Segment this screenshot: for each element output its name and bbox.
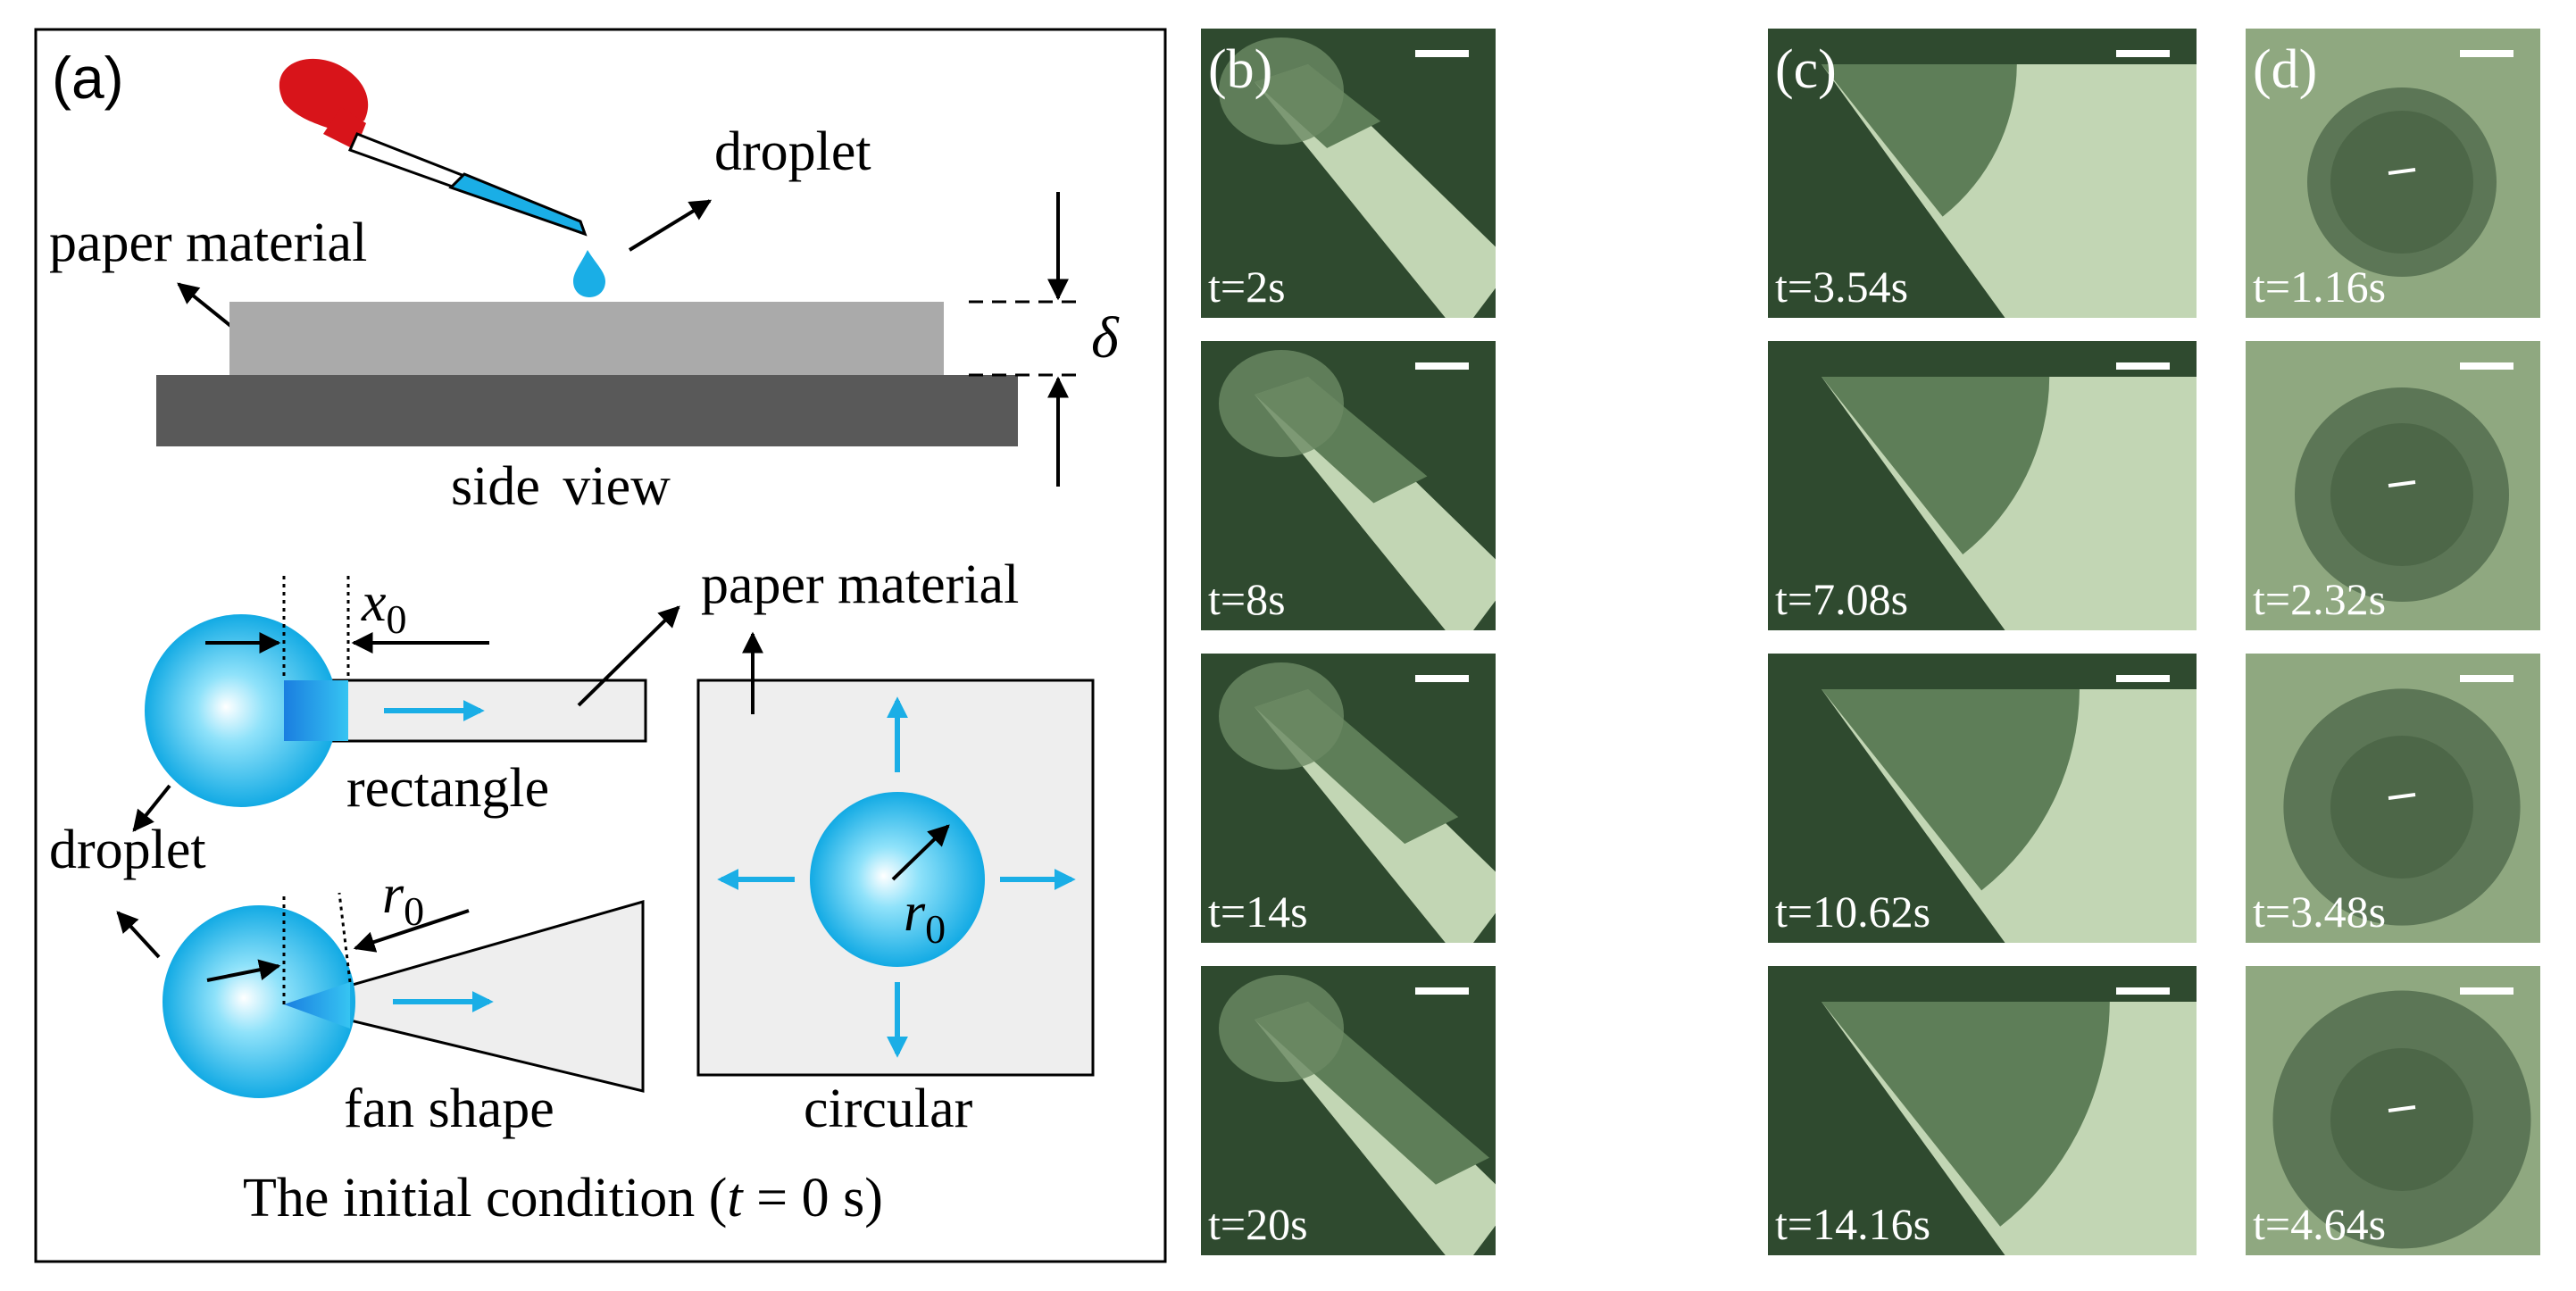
panel-label: (c)	[1775, 39, 1837, 100]
time-label: t=4.64s	[2253, 1199, 2386, 1249]
fan-photo-frame: t=7.08s	[1768, 341, 2197, 630]
fan-photo-frame: t=14.16s	[1768, 966, 2197, 1255]
droplet-blob	[1219, 37, 1344, 145]
photo-panels: t=2s (b) t=8s t=14s t=20s t=3.54s (c) t=7.08s t=…	[1201, 29, 2540, 1255]
reflection-highlight	[2388, 480, 2416, 487]
scale-bar	[2460, 50, 2513, 57]
droplet-blob	[2330, 423, 2473, 566]
wetted-region	[1822, 377, 2050, 555]
fan-shape-label: fan shape	[344, 1079, 554, 1139]
droplet-label-left: droplet	[49, 820, 206, 880]
paper-material-arrow-top	[177, 282, 236, 330]
scale-bar	[1415, 362, 1469, 370]
fan-photo-frame: t=3.54s (c)	[1768, 29, 2197, 318]
time-label: t=8s	[1208, 574, 1286, 624]
reflection-highlight	[2388, 793, 2416, 800]
time-label: t=10.62s	[1775, 887, 1930, 937]
droplet-blob	[2330, 1048, 2473, 1191]
panel-label: (b)	[1208, 39, 1272, 100]
time-label: t=20s	[1208, 1199, 1308, 1249]
wetted-region	[1822, 64, 2017, 217]
time-label: t=1.16s	[2253, 262, 2386, 312]
scale-bar	[2460, 987, 2513, 995]
scale-bar	[2460, 362, 2513, 370]
x0-label: x0	[361, 572, 407, 642]
time-label: t=7.08s	[1775, 574, 1908, 624]
scale-bar	[1415, 50, 1469, 57]
time-label: t=14s	[1208, 887, 1308, 937]
droplet-blob	[2330, 111, 2473, 254]
side-view-label: side view	[451, 456, 671, 517]
time-label: t=2.32s	[2253, 574, 2386, 624]
r0-dotted-right	[338, 892, 352, 983]
paper-layer	[229, 302, 944, 375]
scale-bar	[1415, 987, 1469, 995]
time-label: t=14.16s	[1775, 1199, 1930, 1249]
falling-droplet-icon	[573, 250, 605, 297]
rectangle-wet-zone	[284, 680, 348, 741]
circle-photo-frame: t=1.16s (d)	[2246, 29, 2540, 318]
panel-a: (a) droplet paper material δ side view	[34, 28, 1167, 1263]
droplet-blob	[1219, 350, 1344, 457]
droplet-arrow	[628, 199, 713, 252]
fan-droplet-icon	[163, 905, 355, 1098]
droplet-label-top: droplet	[714, 121, 871, 182]
droplet-blob	[1219, 975, 1344, 1082]
base-layer	[156, 375, 1018, 446]
wetted-region	[1822, 1002, 2110, 1227]
fan-photo-frame: t=10.62s	[1768, 654, 2197, 943]
droplet-blob	[2330, 736, 2473, 879]
scale-bar	[2116, 362, 2170, 370]
strip-photo-frame: t=8s	[1201, 341, 1496, 630]
reflection-highlight	[2388, 168, 2416, 175]
scale-bar	[2116, 675, 2170, 682]
r0-label: r0	[382, 864, 424, 934]
circular-r0-label: r0	[904, 882, 946, 952]
rectangle-droplet-icon	[145, 614, 338, 807]
circular-radius-arrow	[891, 824, 950, 881]
circle-photo-frame: t=3.48s	[2246, 654, 2540, 943]
strip-photo-frame: t=2s (b)	[1201, 29, 1496, 318]
scale-bar	[2116, 50, 2170, 57]
r0-arrow-right	[206, 959, 281, 982]
strip-photo-frame: t=14s	[1201, 654, 1496, 943]
dropper-icon	[279, 58, 588, 237]
wetted-region	[1822, 689, 2080, 891]
scale-bar	[2460, 675, 2513, 682]
scale-bar	[1415, 675, 1469, 682]
circle-photo-frame: t=4.64s	[2246, 966, 2540, 1255]
time-label: t=2s	[1208, 262, 1286, 312]
reflection-highlight	[2388, 1105, 2416, 1112]
initial-condition-caption: The initial condition (t = 0 s)	[243, 1168, 883, 1229]
droplet-blob	[1219, 662, 1344, 770]
droplet-arrow-left-down	[116, 911, 161, 959]
strip-photo-frame: t=20s	[1201, 966, 1496, 1255]
fan-strip	[279, 900, 645, 1093]
fan-wet-zone	[284, 982, 350, 1029]
paper-material-label-top: paper material	[49, 212, 367, 273]
r0-arrow-left	[353, 909, 470, 953]
panel-label: (d)	[2253, 39, 2317, 100]
scale-bar	[2116, 987, 2170, 995]
paper-material-label-bottom: paper material	[701, 554, 1019, 615]
panel-a-label: (a)	[52, 45, 124, 111]
rectangle-label: rectangle	[346, 758, 549, 819]
circular-label: circular	[804, 1079, 973, 1139]
circular-droplet-icon	[810, 792, 985, 967]
paper-material-arrow-to-strip	[577, 605, 680, 707]
droplet-arrow-left-up	[132, 784, 171, 832]
delta-symbol: δ	[1091, 305, 1120, 371]
time-label: t=3.54s	[1775, 262, 1908, 312]
time-label: t=3.48s	[2253, 887, 2386, 937]
circle-photo-frame: t=2.32s	[2246, 341, 2540, 630]
